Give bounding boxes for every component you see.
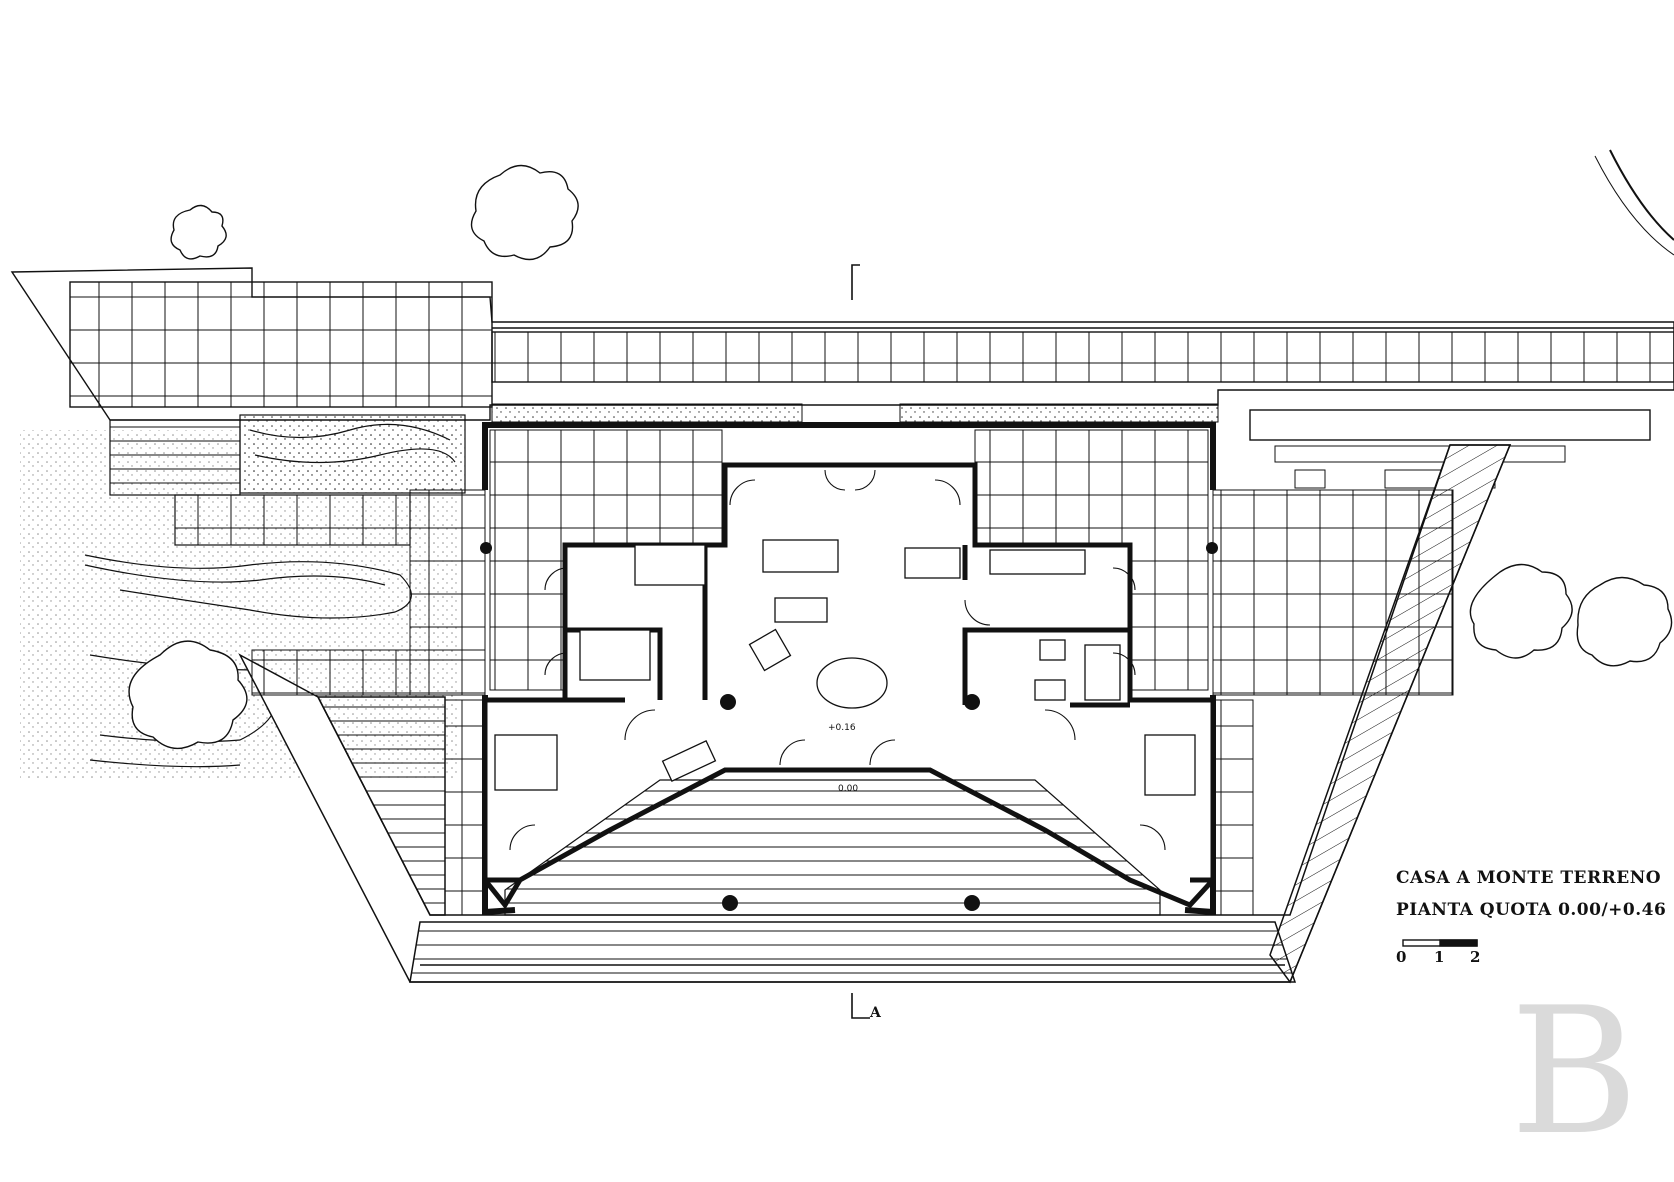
columns (480, 542, 1218, 911)
door-swings (509, 469, 1166, 851)
drawing-title: CASA A MONTE TERRENO (1396, 868, 1662, 888)
elevation-living-label: +0.16 (828, 723, 856, 733)
title-block: CASA A MONTE TERRENO PIANTA QUOTA 0.00/+… (1396, 862, 1666, 926)
scale-bar (1402, 939, 1478, 947)
patio-tiles (251, 429, 1454, 916)
section-mark-label: A (870, 1005, 881, 1021)
section-line (851, 264, 870, 1019)
brand-watermark: B (1510, 971, 1639, 1174)
interior-walls (485, 465, 1213, 883)
terrace-deck (504, 779, 1161, 916)
scale-tick-2: 2 (1470, 948, 1481, 966)
drawing-subtitle: PIANTA QUOTA 0.00/+0.46 (1396, 900, 1667, 920)
elevation-terrace-label: 0.00 (838, 784, 859, 794)
scale-labels: 0 1 2 (1390, 948, 1500, 968)
scale-tick-0: 0 (1396, 948, 1407, 966)
trees (128, 149, 1674, 750)
scale-tick-1: 1 (1434, 948, 1445, 966)
upper-terrace (10, 267, 1674, 421)
furniture (494, 539, 1196, 796)
planter-strips (491, 403, 1651, 489)
